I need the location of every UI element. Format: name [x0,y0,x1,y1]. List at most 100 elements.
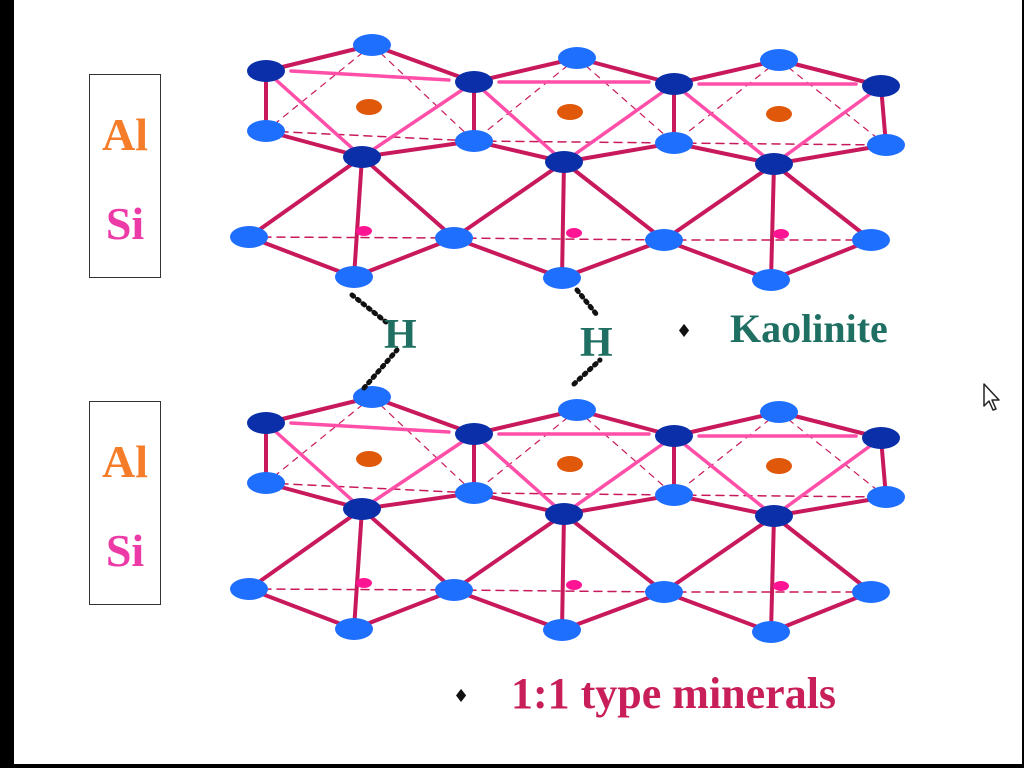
aluminum-atom [356,451,382,467]
bond-line [370,43,476,84]
octahedral-bond [360,80,476,159]
oxygen-atom [343,146,381,168]
dashed-bond [453,237,665,241]
bond-line [662,162,776,242]
bond-line [769,514,776,634]
oxygen-atom [558,47,596,69]
octahedral-bond [360,432,476,511]
dashed-bond [473,57,578,142]
octahedral-bond [772,436,883,518]
oxygen-atom [343,498,381,520]
bond-line [360,507,456,592]
silicon-atom [356,578,372,588]
aluminum-atom [356,99,382,115]
bond-line [247,507,364,591]
bond-line [247,587,356,631]
bond-line [247,235,356,279]
oxygen-atom [867,134,905,156]
bond-line [452,588,564,632]
oxygen-atom [755,153,793,175]
silicon-atom [566,228,582,238]
bond-line [452,512,566,592]
layer-2-label-box: Al Si [89,401,161,605]
oxygen-atom [353,34,391,56]
hydrogen-label: H [580,320,613,366]
oxygen-atom [455,130,493,152]
bond-line [247,155,364,239]
dashed-bond [473,409,578,494]
bond-line [352,236,456,279]
kaolinite-structure-diagram [230,34,905,643]
oxygen-atom [752,269,790,291]
bond-line [562,141,676,164]
al-label: Al [102,109,148,160]
bond-line [352,507,364,631]
oxygen-atom [543,267,581,289]
oxygen-atom [230,578,268,600]
oxygen-atom [230,226,268,248]
dashed-bond [778,411,887,498]
bond-line [769,238,873,282]
oxygen-atom [247,472,285,494]
dashed-bond [473,140,675,144]
dashed-bond [248,588,455,591]
octahedral-bond [672,82,776,166]
oxygen-atom [545,151,583,173]
oxygen-atom [867,486,905,508]
oxygen-atom [455,482,493,504]
hydrogen-bond [361,347,400,391]
oxygen-atom [335,618,373,640]
octahedral-bond [672,434,776,518]
mouse-pointer-icon [983,383,1000,411]
layer-1-label-box: Al Si [89,74,161,278]
al-label: Al [102,436,148,487]
bond-line [769,590,873,634]
bond-line [772,143,888,166]
dashed-bond [576,409,675,496]
dashed-bond [473,492,675,496]
bond-line [772,514,873,594]
bond-line [772,495,888,518]
oxygen-atom [655,73,693,95]
bond-line [560,160,566,280]
bond-line [769,162,776,282]
octahedral-bond [289,421,451,434]
bond-line [360,491,476,511]
oxygen-atom [645,229,683,251]
octahedral-bond [562,434,676,516]
oxygen-atom [435,227,473,249]
silicon-atom [566,580,582,590]
dashed-bond [265,130,475,142]
dashed-bond [673,59,780,144]
si-label: Si [105,198,145,249]
bond-line [662,238,773,282]
octahedral-bond [772,84,883,166]
silicon-atom [773,229,789,239]
kaolinite-bullet-text: Kaolinite [730,306,888,351]
aluminum-atom [557,456,583,472]
bond-line [452,160,566,240]
oxygen-atom [655,425,693,447]
oxygen-atom [435,579,473,601]
hydrogen-bond [571,357,603,387]
bond-line [352,155,364,279]
oxygen-atom [852,229,890,251]
oxygen-atom [760,401,798,423]
bond-line [560,512,566,632]
oxygen-atom [655,484,693,506]
octahedral-bond [472,80,566,164]
slide: Al Si Al Si H H ♦ Kaolinite ♦ 1:1 type m… [14,0,1022,764]
oxygen-atom [543,619,581,641]
oxygen-atom [247,412,285,434]
dashed-bond [673,142,887,146]
oxygen-atom [852,581,890,603]
oxygen-atom [755,505,793,527]
dashed-bond [673,494,887,498]
oxygen-atom [455,423,493,445]
hydrogen-bond [574,287,600,318]
bond-line [360,155,456,240]
dashed-bond [576,57,675,144]
octahedral-bond [264,69,364,159]
bond-line [662,514,776,594]
oxygen-atom [862,75,900,97]
